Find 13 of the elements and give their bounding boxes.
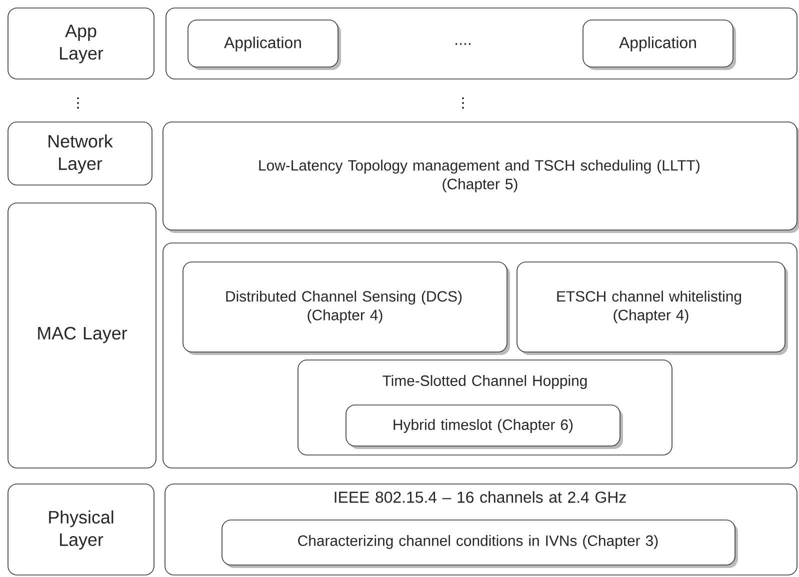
module-box: Hybrid timeslot (Chapter 6) xyxy=(346,404,623,449)
application-box: Application xyxy=(188,20,341,70)
module-box: ETSCH channel whitelisting (Chapter 4) xyxy=(516,262,788,355)
application-box: Application xyxy=(582,20,736,70)
layer-box: Physical Layer xyxy=(8,484,154,576)
module-box: Low-Latency Topology management and TSCH scheduling (LLTT) (Chapter 5) xyxy=(162,122,799,233)
vertical-ellipsis: ⋮ xyxy=(77,97,79,109)
module-box: Distributed Channel Sensing (DCS) (Chapter 4) xyxy=(182,262,510,355)
vertical-ellipsis: ⋮ xyxy=(462,97,464,109)
layer-box: App Layer xyxy=(8,8,154,80)
layer-box: Network Layer xyxy=(8,122,152,186)
layer-box: MAC Layer xyxy=(8,202,156,468)
module-box: Characterizing channel conditions in IVNs (Chapter 3) xyxy=(222,520,738,568)
